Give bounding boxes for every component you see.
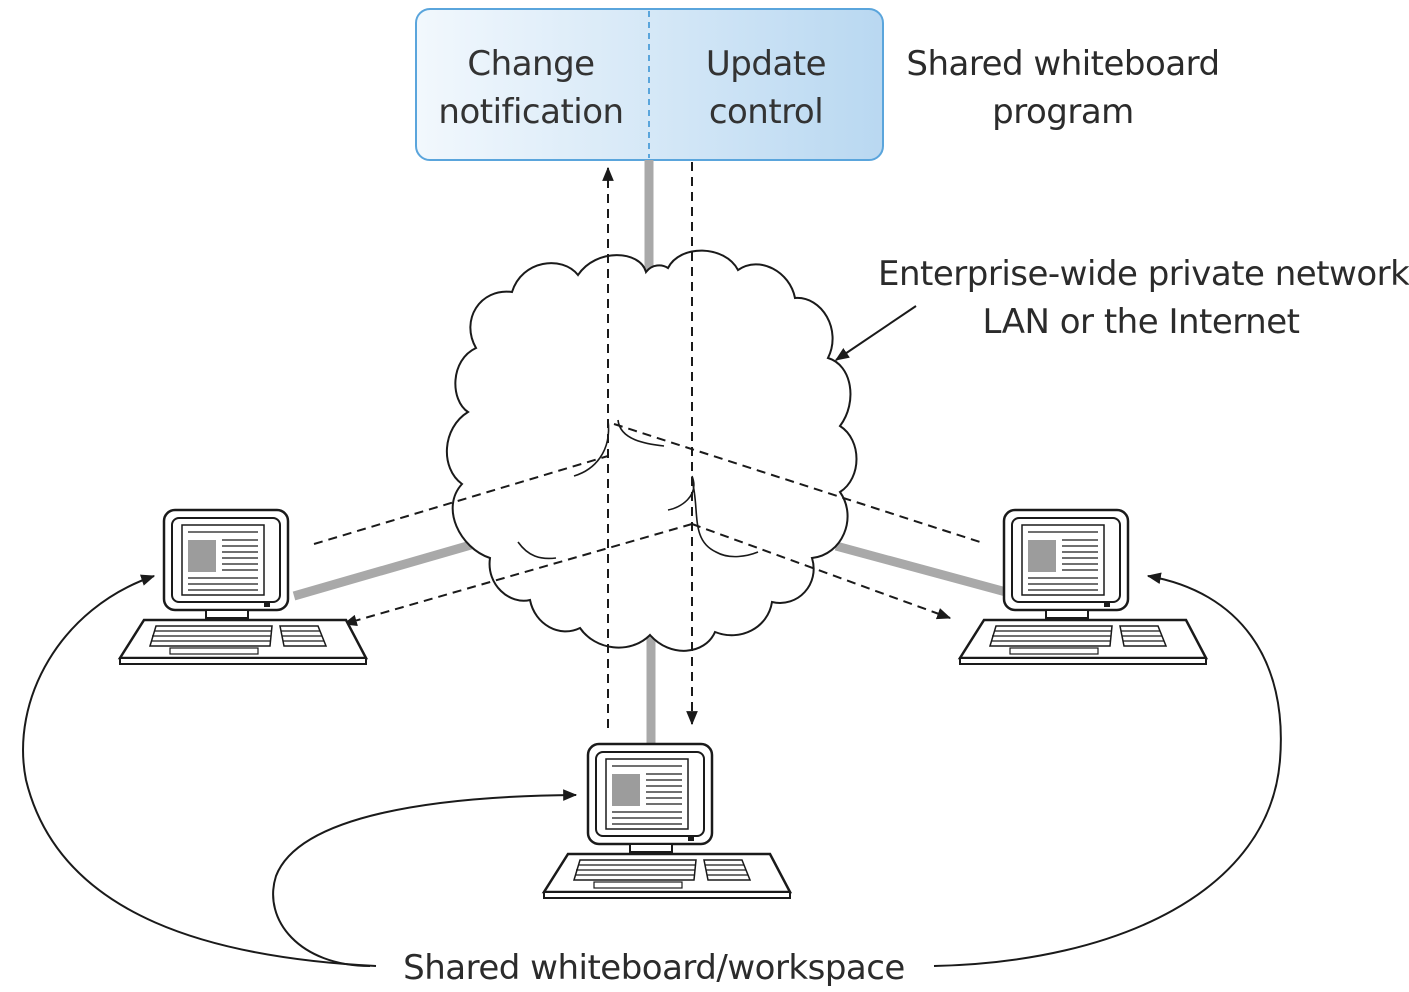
change-notification-label: Change notification (438, 44, 624, 132)
cloud-icon (446, 249, 858, 652)
workspace-caption: Shared whiteboard/workspace (403, 948, 905, 988)
network-links (292, 160, 1008, 745)
network-pointer (835, 305, 917, 361)
network-caption: Enterprise-wide private network, LAN or … (878, 254, 1409, 342)
computer-icon-bottom (542, 742, 792, 900)
update-control-label: Update control (705, 44, 827, 132)
workspace-arrows (22, 572, 1282, 967)
message-flows (313, 162, 981, 728)
program-caption: Shared whiteboard program (906, 44, 1220, 132)
